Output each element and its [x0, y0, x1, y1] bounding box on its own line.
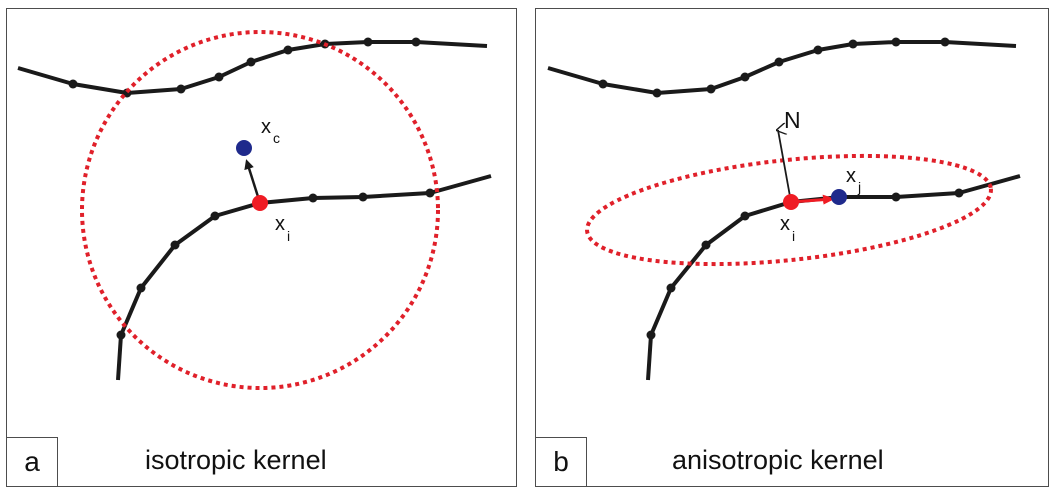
label-xc: x — [261, 116, 271, 138]
label-normal-n: N — [784, 107, 801, 133]
curve-node — [210, 211, 220, 221]
curve-node — [646, 330, 656, 340]
curve-node — [740, 72, 750, 82]
panel-b-lower-nodes — [646, 188, 964, 340]
curve-node — [666, 283, 676, 293]
label-xi-a-subscript: i — [287, 228, 290, 244]
curve-node — [701, 240, 711, 250]
curve-node — [68, 79, 78, 89]
label-xi-b-subscript: i — [792, 228, 795, 244]
panel-a-figure: x c x i — [17, 30, 492, 390]
curve-node — [740, 211, 750, 221]
curve-node — [116, 330, 126, 340]
panel-b-tag: b — [535, 437, 587, 487]
panel-a-upper-nodes — [68, 37, 421, 98]
isotropic-kernel-circle — [80, 30, 440, 390]
curve-node — [706, 84, 716, 94]
curve-node — [170, 240, 180, 250]
curve-node — [813, 45, 823, 55]
curve-node — [940, 37, 950, 47]
curve-node — [891, 37, 901, 47]
panel-a-lower-nodes — [116, 188, 435, 340]
panel-b-upper-nodes — [598, 37, 950, 98]
curve-node — [652, 88, 662, 98]
panel-b-lower-curve — [646, 174, 1021, 381]
curve-node — [411, 37, 421, 47]
curve-node — [848, 39, 858, 49]
curve-node — [358, 192, 368, 202]
panel-a-lower-curve — [116, 174, 492, 381]
point-xj-blue — [831, 189, 847, 205]
curve-node — [954, 188, 964, 198]
panel-a-caption: isotropic kernel — [145, 445, 327, 475]
panel-b-caption: anisotropic kernel — [672, 445, 884, 475]
point-xc-blue — [236, 140, 252, 156]
curve-node — [891, 192, 901, 202]
normal-vector-arrow — [778, 130, 792, 203]
label-xc-subscript: c — [273, 130, 280, 146]
curve-node — [308, 193, 318, 203]
panel-a-upper-curve — [17, 40, 488, 95]
panel-a-tag: a — [6, 437, 58, 487]
curve-node — [774, 57, 784, 67]
panel-b-upper-curve — [547, 40, 1017, 95]
anisotropic-kernel-ellipse — [585, 153, 993, 267]
label-xj-subscript: j — [857, 179, 861, 195]
curve-node — [425, 188, 435, 198]
curve-node — [283, 45, 293, 55]
curve-node — [363, 37, 373, 47]
panel-b-figure: N x j x i — [547, 37, 1021, 381]
curve-node — [598, 79, 608, 89]
curve-node — [246, 57, 256, 67]
curve-node — [136, 283, 146, 293]
label-xi-a: x — [275, 213, 285, 235]
point-xi-red-b — [783, 194, 799, 210]
label-xj: x — [846, 165, 856, 187]
label-xi-b: x — [780, 213, 790, 235]
curve-node — [176, 84, 186, 94]
point-xi-red — [252, 195, 268, 211]
curve-node — [214, 72, 224, 82]
